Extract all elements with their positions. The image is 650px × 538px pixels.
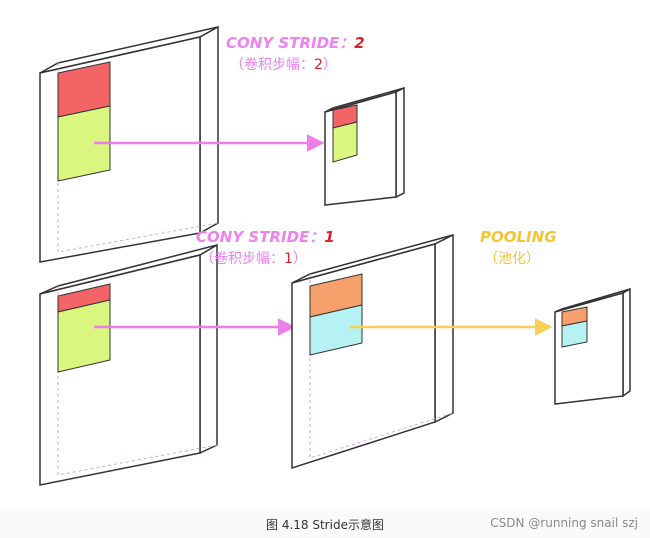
stride1-subtitle: （卷积步幅：1） [200, 251, 307, 267]
output-map-stride1 [291, 233, 454, 470]
pooling-subtitle: （池化） [484, 251, 540, 267]
footer-bar: 图 4.18 Stride示意图 CSDN @running snail szj [0, 510, 650, 538]
pooling-title: POOLING [480, 228, 557, 246]
input-map-stride1 [39, 243, 218, 486]
stride1-title: CONY STRIDE：1 [196, 228, 335, 246]
stride-diagram: CONY STRIDE：2 （卷积步幅：2） CONY STRIDE：1 （卷积… [39, 25, 631, 486]
output-map-stride2 [324, 86, 405, 206]
output-cell-cyan [309, 304, 363, 356]
kernel-window-green [57, 105, 111, 182]
figure-caption: 图 4.18 Stride示意图 [266, 518, 384, 532]
input-map-stride2 [39, 25, 219, 263]
pooled-map [554, 287, 631, 405]
kernel-window-green-stride1 [57, 299, 111, 373]
stride2-title: CONY STRIDE：2 [226, 34, 365, 52]
pooled-cell-cyan [561, 320, 588, 348]
csdn-watermark: CSDN @running snail szj [490, 516, 638, 530]
stride2-subtitle: （卷积步幅：2） [230, 57, 337, 73]
output-cell-green [332, 121, 358, 163]
